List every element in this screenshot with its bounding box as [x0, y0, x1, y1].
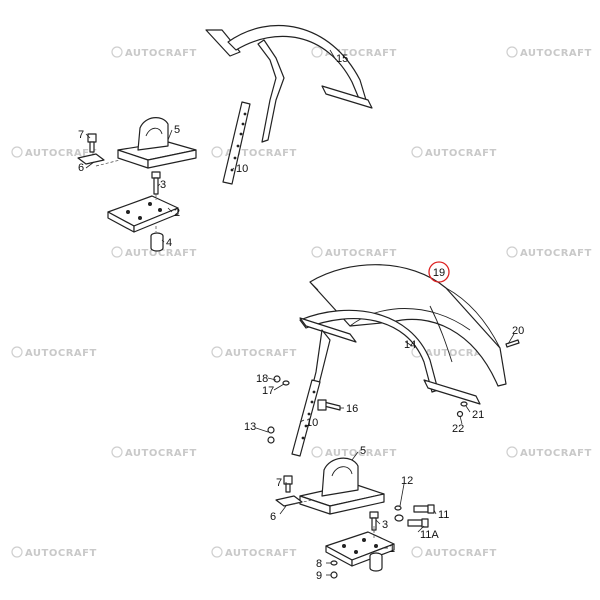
watermark: AUTOCRAFT	[211, 146, 297, 159]
fender-bracket-bottom	[299, 309, 481, 405]
svg-text:AUTOCRAFT: AUTOCRAFT	[125, 48, 197, 59]
bushing-bottom	[369, 552, 383, 572]
svg-text:AUTOCRAFT: AUTOCRAFT	[520, 48, 592, 59]
svg-text:AUTOCRAFT: AUTOCRAFT	[225, 148, 297, 159]
watermark: AUTOCRAFT	[211, 546, 297, 559]
watermark: AUTOCRAFT	[11, 346, 97, 359]
svg-text:AUTOCRAFT: AUTOCRAFT	[25, 548, 97, 559]
watermark: AUTOCRAFT	[506, 246, 592, 259]
watermark: AUTOCRAFT	[311, 246, 397, 259]
callout-label: 21	[472, 409, 484, 421]
fender-bracket-top	[205, 24, 373, 143]
fender-bracket-base-top	[117, 117, 197, 169]
top-assembly	[77, 24, 373, 252]
shim-bottom-6	[275, 495, 303, 507]
fender-bracket-base-bottom	[299, 457, 385, 515]
watermark: AUTOCRAFT	[111, 246, 197, 259]
callout-label: 18	[256, 373, 268, 385]
fender	[309, 264, 507, 387]
watermark: AUTOCRAFT	[506, 46, 592, 59]
watermark: AUTOCRAFT	[111, 446, 197, 459]
bushing-top	[150, 232, 164, 252]
watermark: AUTOCRAFT	[311, 446, 397, 459]
callout-label: 13	[244, 421, 256, 433]
nut-22	[456, 410, 464, 418]
bolt-top-3	[151, 171, 161, 195]
watermark-layer: AUTOCRAFT AUTOCRAFT AUTOCRAFT AUTOCRAFT …	[11, 46, 592, 559]
callout-label: 3	[160, 179, 166, 191]
svg-text:AUTOCRAFT: AUTOCRAFT	[225, 348, 297, 359]
svg-text:AUTOCRAFT: AUTOCRAFT	[25, 348, 97, 359]
callout-label: 16	[346, 403, 358, 415]
nut-9	[330, 571, 338, 579]
callout-label: 17	[262, 385, 274, 397]
washer-12	[394, 505, 404, 522]
mounting-strip-bottom	[291, 379, 321, 457]
callout-label: 12	[401, 475, 413, 487]
svg-text:AUTOCRAFT: AUTOCRAFT	[225, 548, 297, 559]
callout-label: 11A	[420, 529, 439, 541]
callout-label: 5	[360, 445, 366, 457]
nut-13	[267, 426, 275, 444]
watermark: AUTOCRAFT	[411, 546, 497, 559]
watermark: AUTOCRAFT	[311, 46, 397, 59]
bolt-20	[505, 339, 520, 348]
bolt-top-7	[87, 133, 97, 153]
shim-top-6	[77, 153, 105, 165]
watermark: AUTOCRAFT	[11, 546, 97, 559]
svg-text:AUTOCRAFT: AUTOCRAFT	[325, 248, 397, 259]
callout-label: 2	[174, 207, 180, 219]
callout-label: 7	[276, 477, 282, 489]
callout-label: 10	[236, 163, 248, 175]
callout-label: 11	[438, 509, 449, 521]
bolt-bottom-7	[283, 475, 293, 493]
svg-text:AUTOCRAFT: AUTOCRAFT	[125, 248, 197, 259]
plate-top	[107, 195, 179, 233]
svg-text:AUTOCRAFT: AUTOCRAFT	[325, 448, 397, 459]
watermark: AUTOCRAFT	[111, 46, 197, 59]
callout-label: 3	[382, 519, 388, 531]
watermark: AUTOCRAFT	[211, 346, 297, 359]
callout-label: 20	[512, 325, 524, 337]
svg-text:AUTOCRAFT: AUTOCRAFT	[325, 48, 397, 59]
nut-18	[273, 375, 281, 383]
callout-label: 8	[316, 558, 322, 570]
callout-label: 1	[389, 543, 395, 555]
washer-17	[282, 380, 290, 386]
callout-label: 22	[452, 423, 464, 435]
callout-label: 10	[306, 417, 318, 429]
callout-label: 19	[433, 267, 445, 279]
svg-text:AUTOCRAFT: AUTOCRAFT	[520, 248, 592, 259]
watermark: AUTOCRAFT	[506, 446, 592, 459]
watermark: AUTOCRAFT	[11, 146, 97, 159]
bolt-11	[413, 504, 435, 514]
bolt-bottom-3	[369, 511, 379, 531]
svg-text:AUTOCRAFT: AUTOCRAFT	[25, 148, 97, 159]
watermark: AUTOCRAFT	[411, 146, 497, 159]
plate-bottom	[325, 531, 395, 567]
washer-8	[330, 560, 338, 566]
callout-label: 14	[404, 339, 416, 351]
callout-label: 7	[78, 129, 84, 141]
callout-label: 9	[316, 570, 322, 582]
callout-labels: 15 5 7 6 3 2 4 10 19 20 14 18 17 16 21 2…	[78, 53, 524, 582]
callout-highlight-circle	[428, 261, 450, 283]
callout-label: 15	[336, 53, 348, 65]
svg-text:AUTOCRAFT: AUTOCRAFT	[125, 448, 197, 459]
svg-text:AUTOCRAFT: AUTOCRAFT	[425, 148, 497, 159]
svg-text:AUTOCRAFT: AUTOCRAFT	[520, 448, 592, 459]
mounting-strip-top	[222, 101, 251, 185]
svg-text:AUTOCRAFT: AUTOCRAFT	[425, 548, 497, 559]
callout-label: 6	[270, 511, 276, 523]
washer-21	[460, 401, 468, 407]
callout-label: 5	[174, 124, 180, 136]
svg-text:AUTOCRAFT: AUTOCRAFT	[425, 348, 497, 359]
bolt-11a	[407, 518, 429, 528]
leader-lines	[85, 49, 515, 576]
callout-label: 6	[78, 162, 84, 174]
callout-label: 4	[166, 237, 172, 249]
bolt-16	[317, 399, 341, 411]
